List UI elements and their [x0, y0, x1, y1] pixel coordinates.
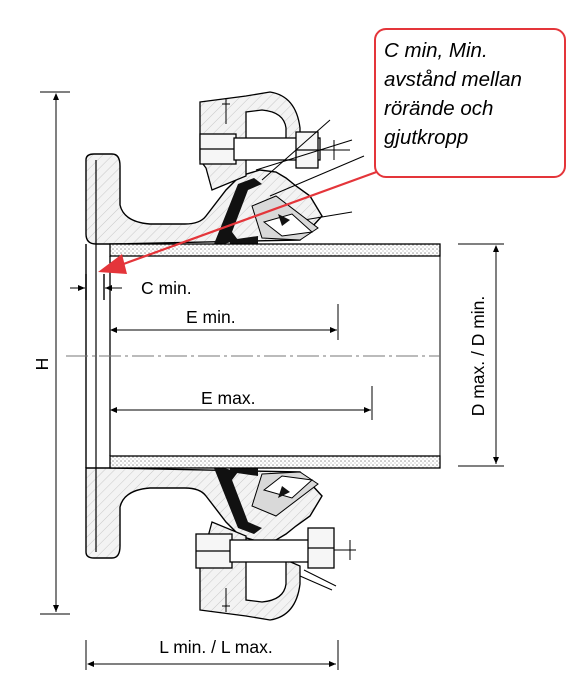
callout-line-4: gjutkropp — [384, 126, 469, 149]
dimension-l-label: L min. / L max. — [159, 637, 272, 657]
callout-line-3: rörände och — [384, 97, 494, 120]
dimension-e-min-label: E min. — [186, 307, 236, 327]
dimension-e-max — [110, 386, 373, 420]
dimension-c-min-label: C min. — [141, 278, 192, 298]
dimension-e-max-label: E max. — [201, 388, 255, 408]
callout-line-2: avstånd mellan — [384, 68, 522, 91]
dimension-c-min — [70, 274, 122, 300]
dimension-d — [458, 243, 504, 467]
callout-arrow — [98, 168, 383, 274]
dimension-e-min — [110, 304, 339, 340]
callout-box: C min, Min. avstånd mellan rörände och g… — [374, 28, 566, 178]
callout-line-1: C min, Min. — [384, 39, 488, 62]
upper-gasket — [214, 178, 319, 244]
upper-clamp-assembly — [199, 91, 365, 223]
dimension-h — [40, 91, 70, 615]
lower-gasket — [214, 468, 319, 534]
dimension-l — [85, 640, 339, 670]
dimension-d-label: D max. / D min. — [468, 296, 488, 417]
lower-clamp-assembly — [195, 521, 356, 621]
dimension-h-label: H — [32, 358, 52, 371]
